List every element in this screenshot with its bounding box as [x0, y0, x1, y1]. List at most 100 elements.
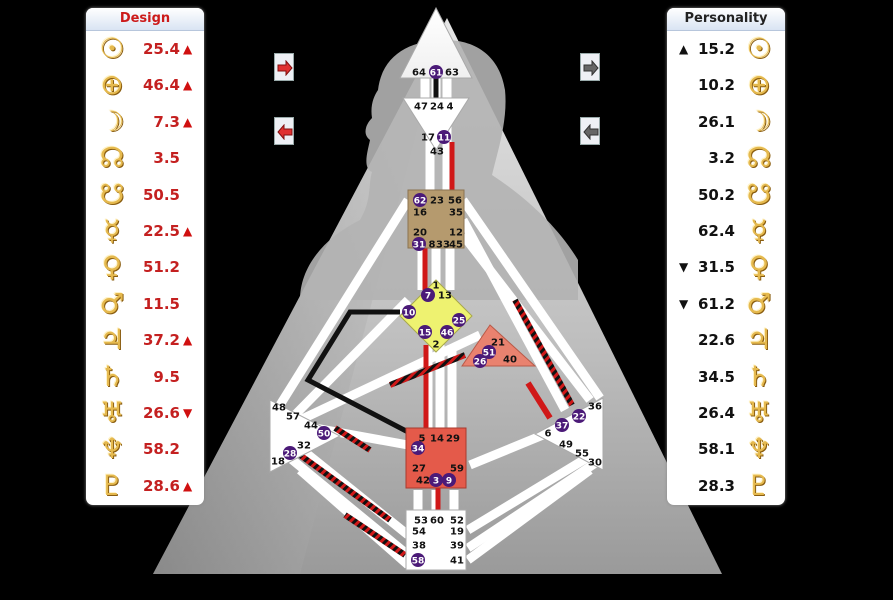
gate-label: 26 [474, 358, 487, 368]
gate-label: 1 [433, 281, 440, 292]
arrow-left-icon [277, 124, 293, 140]
gate-29: 29 [446, 434, 460, 445]
design-row-uranus: ♅26.6▼ [86, 395, 204, 431]
gate-2: 2 [433, 340, 440, 351]
personality-gate-line: 31.5 [697, 258, 735, 277]
gate-57: 57 [286, 412, 300, 423]
gate-33: 33 [436, 240, 450, 251]
active-gate-marker [473, 354, 487, 368]
gate-59: 59 [450, 464, 464, 475]
personality-gate-line: 15.2 [697, 40, 735, 58]
personality-forward-button[interactable] [580, 53, 600, 81]
jupiter-icon: ♃ [99, 323, 125, 357]
gate-label: 35 [449, 208, 463, 219]
gate-50: 50 [317, 426, 331, 440]
saturn-icon: ♄ [746, 359, 772, 393]
gate-label: 2 [433, 340, 440, 351]
gate-label: 36 [588, 402, 602, 413]
gate-label: 15 [419, 329, 432, 339]
design-back-button[interactable] [274, 117, 294, 145]
personality-gate-line: 61.2 [697, 294, 735, 313]
gate-label: 23 [430, 196, 444, 207]
personality-title: Personality [667, 8, 785, 31]
personality-row-pluto: ♇28.3 [667, 468, 785, 504]
arrow-right-icon [583, 60, 599, 76]
personality-row-venus: ♀31.5▼ [667, 249, 785, 285]
personality-gate-line: 10.2 [697, 76, 735, 95]
gate-63: 63 [445, 68, 459, 79]
gate-35: 35 [449, 208, 463, 219]
gate-label: 62 [414, 197, 427, 207]
gate-label: 3 [433, 477, 439, 487]
gate-30: 30 [588, 458, 602, 469]
gate-label: 29 [446, 434, 460, 445]
personality-row-sun: ☉ 15.2 ▲ [667, 31, 785, 67]
design-gate-line: 46.4 [142, 76, 180, 95]
active-gate-marker [412, 237, 426, 251]
design-gate-line: 11.5 [142, 294, 180, 313]
gate-label: 40 [503, 355, 517, 366]
uranus-icon: ♅ [746, 396, 772, 429]
arrow-right-icon [277, 60, 293, 76]
gate-26: 26 [473, 354, 487, 368]
mercury-icon: ☿ [103, 214, 121, 247]
gate-19: 19 [450, 527, 464, 538]
gate-label: 56 [448, 196, 462, 207]
gate-label: 20 [413, 228, 427, 239]
active-channels [298, 78, 575, 558]
gate-47: 47 [414, 102, 428, 113]
gate-label: 32 [297, 441, 311, 452]
gate-label: 21 [491, 338, 505, 349]
gate-6: 6 [545, 429, 552, 440]
design-row-moon: ☽7.3▲ [86, 104, 204, 140]
design-gate-line: 25.4 [142, 40, 180, 58]
gate-label: 58 [412, 557, 425, 567]
moon-icon: ☽ [746, 104, 772, 138]
design-row-saturn: ♄9.5 [86, 359, 204, 395]
design-gate-line: 7.3 [153, 112, 180, 131]
design-title: Design [86, 8, 204, 31]
design-gate-line: 9.5 [153, 367, 180, 386]
gate-label: 5 [419, 434, 426, 445]
gate-label: 18 [271, 457, 285, 468]
personality-back-button[interactable] [580, 117, 600, 145]
arrow-down-icon: ▼ [183, 406, 193, 420]
active-gate-marker [452, 313, 466, 327]
design-row-sun: ☉25.4▲ [86, 31, 204, 67]
gate-label: 50 [318, 430, 331, 440]
gate-label: 53 [414, 516, 428, 527]
design-forward-button[interactable] [274, 53, 294, 81]
arrow-down-icon: ▼ [679, 260, 689, 275]
gate-label: 54 [412, 527, 426, 538]
gate-label: 47 [414, 102, 428, 113]
personality-gate-line: 58.1 [697, 440, 735, 459]
personality-panel: Personality ☉15.2▲⊕10.2☽26.1☊3.2☋50.2☿62… [667, 8, 785, 505]
gate-15: 15 [418, 325, 432, 339]
personality-row-saturn: ♄34.5 [667, 359, 785, 395]
arrow-up-icon: ▲ [679, 42, 689, 56]
gate-22: 22 [572, 409, 586, 423]
gate-label: 55 [575, 449, 589, 460]
design-row-south-node: ☋50.5 [86, 177, 204, 213]
design-gate-line: 50.5 [142, 185, 180, 204]
gate-label: 45 [449, 240, 463, 251]
personality-gate-line: 26.1 [697, 112, 735, 131]
sun-icon: ☉ [746, 32, 772, 65]
gate-label: 38 [412, 541, 426, 552]
active-gate-marker [442, 473, 456, 487]
active-gate-marker [418, 325, 432, 339]
design-panel: Design ☉25.4▲⊕46.4▲☽7.3▲☊3.5☋50.5☿22.5▲♀… [86, 8, 204, 505]
gate-1: 1 [433, 281, 440, 292]
active-gate-marker [411, 441, 425, 455]
gate-38: 38 [412, 541, 426, 552]
g-center [399, 279, 473, 353]
gate-56: 56 [448, 196, 462, 207]
earth-icon: ⊕ [100, 68, 124, 102]
design-row-mercury: ☿22.5▲ [86, 213, 204, 249]
gate-label: 59 [450, 464, 464, 475]
personality-gate-line: 50.2 [697, 185, 735, 204]
gate-label: 42 [416, 476, 430, 487]
gate-40: 40 [503, 355, 517, 366]
gate-18: 18 [271, 457, 285, 468]
gate-37: 37 [555, 418, 569, 432]
